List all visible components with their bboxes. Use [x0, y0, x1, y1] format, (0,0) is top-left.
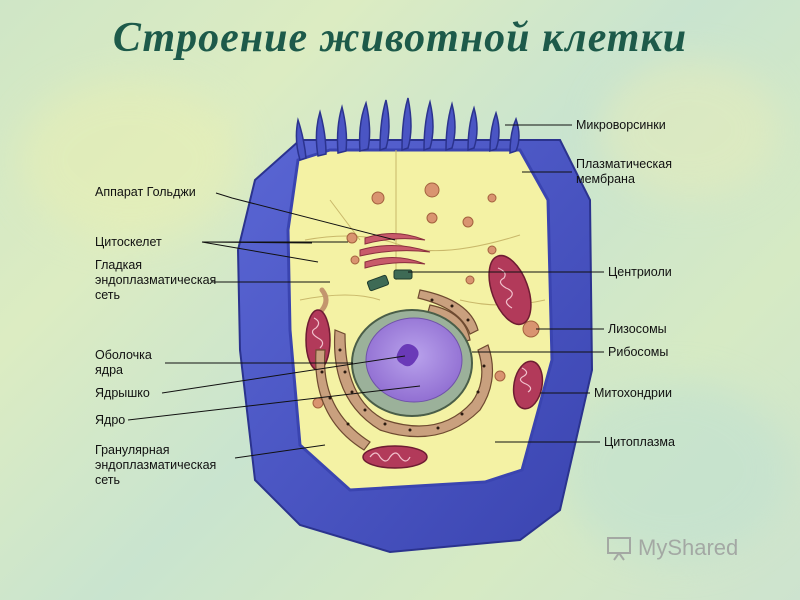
label-cytoskeleton: Цитоскелет: [95, 235, 162, 249]
label-ribosomes: Рибосомы: [608, 345, 669, 359]
label-microvilli: Микроворсинки: [576, 118, 666, 132]
background-blob: [560, 380, 790, 560]
nucleolus: [396, 344, 419, 367]
microvilli: [295, 97, 520, 161]
background-blob: [20, 80, 240, 240]
label-plasma-membrane: Плазматическая мембрана: [576, 157, 672, 186]
label-granular-er: Гранулярная эндоплазматическая сеть: [95, 443, 217, 487]
label-golgi: Аппарат Гольджи: [95, 185, 196, 199]
label-cytoplasm: Цитоплазма: [604, 435, 675, 449]
label-nucleolus: Ядрышко: [95, 386, 150, 400]
label-mitochondria: Митохондрии: [594, 386, 672, 400]
label-nuclear-envelope: Оболочка ядра: [95, 348, 152, 377]
mitochondria-cristae: [311, 267, 532, 462]
watermark-text: MyShared: [638, 535, 739, 560]
centrioles: [366, 269, 413, 292]
label-nucleus: Ядро: [95, 413, 126, 427]
label-lysosomes: Лизосомы: [608, 322, 667, 336]
background-blob: [600, 60, 780, 200]
page-title: Строение животной клетки: [112, 15, 688, 61]
presentation-board-icon: [607, 537, 631, 561]
leader-lines: [127, 124, 604, 459]
watermark: MyShared: [606, 535, 738, 561]
label-smooth-er: Гладкая эндоплазматическая сеть: [95, 258, 217, 302]
label-centrioles: Центриоли: [608, 265, 672, 279]
golgi-apparatus: [359, 233, 431, 269]
